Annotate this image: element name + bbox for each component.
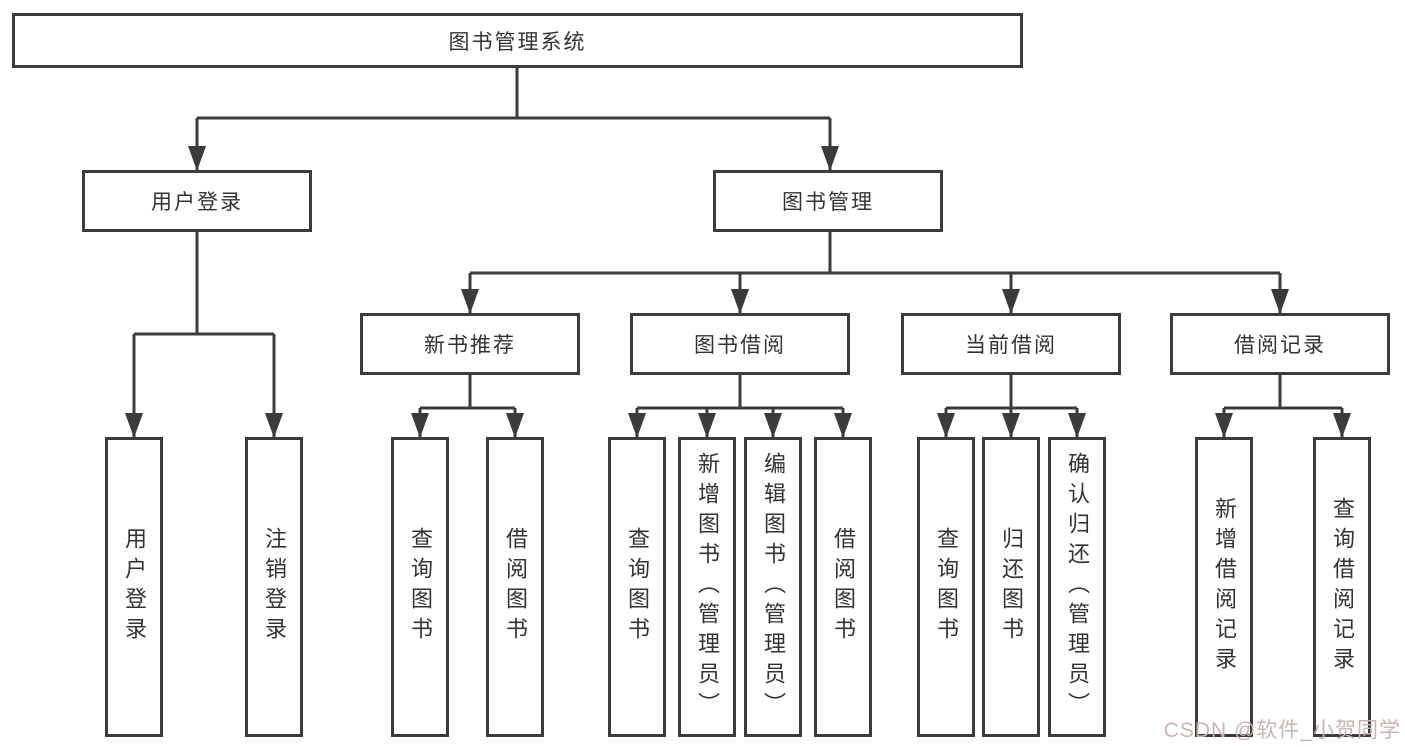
node-label: 归还图书 — [999, 527, 1024, 647]
node-label: 用户登录 — [151, 191, 243, 214]
node-label: 借阅记录 — [1234, 334, 1326, 357]
node-label: 注销登录 — [262, 527, 287, 647]
node-user-login: 用户登录 — [82, 170, 312, 232]
leaf-search-books: 查询图书 — [917, 437, 975, 737]
node-label: 新增借阅记录 — [1212, 497, 1237, 677]
node-label: 用户登录 — [122, 527, 147, 647]
node-label: 编辑图书（管理员） — [761, 452, 786, 722]
leaf-borrow-books: 借阅图书 — [486, 437, 544, 737]
node-library-system: 图书管理系统 — [12, 13, 1023, 68]
node-new-book-recommend: 新书推荐 — [360, 313, 580, 375]
node-book-borrowing: 图书借阅 — [630, 313, 850, 375]
node-label: 图书借阅 — [694, 334, 786, 357]
node-label: 新书推荐 — [424, 334, 516, 357]
leaf-search-borrow-record: 查询借阅记录 — [1313, 437, 1371, 737]
node-label: 借阅图书 — [831, 527, 856, 647]
node-label: 图书管理系统 — [448, 30, 587, 54]
leaf-search-books: 查询图书 — [608, 437, 666, 737]
node-label: 查询图书 — [625, 527, 650, 647]
leaf-user-login: 用户登录 — [105, 437, 163, 737]
leaf-edit-books-admin: 编辑图书（管理员） — [744, 437, 802, 737]
node-label: 当前借阅 — [965, 334, 1057, 357]
leaf-confirm-return-admin: 确认归还（管理员） — [1048, 437, 1106, 737]
csdn-watermark: CSDN @软件_小贺同学 — [1163, 719, 1401, 742]
node-label: 查询借阅记录 — [1330, 497, 1355, 677]
node-label: 借阅图书 — [503, 527, 528, 647]
node-label: 查询图书 — [934, 527, 959, 647]
leaf-return-books: 归还图书 — [982, 437, 1040, 737]
node-label: 图书管理 — [782, 191, 874, 214]
node-label: 查询图书 — [408, 527, 433, 647]
node-label: 确认归还（管理员） — [1065, 452, 1090, 722]
node-borrowing-records: 借阅记录 — [1170, 313, 1390, 375]
leaf-search-books: 查询图书 — [391, 437, 449, 737]
leaf-borrow-books: 借阅图书 — [814, 437, 872, 737]
node-book-management: 图书管理 — [713, 170, 943, 232]
leaf-logout: 注销登录 — [245, 437, 303, 737]
node-label: 新增图书（管理员） — [695, 452, 720, 722]
leaf-add-books-admin: 新增图书（管理员） — [678, 437, 736, 737]
node-current-borrowing: 当前借阅 — [901, 313, 1121, 375]
leaf-add-borrow-record: 新增借阅记录 — [1195, 437, 1253, 737]
